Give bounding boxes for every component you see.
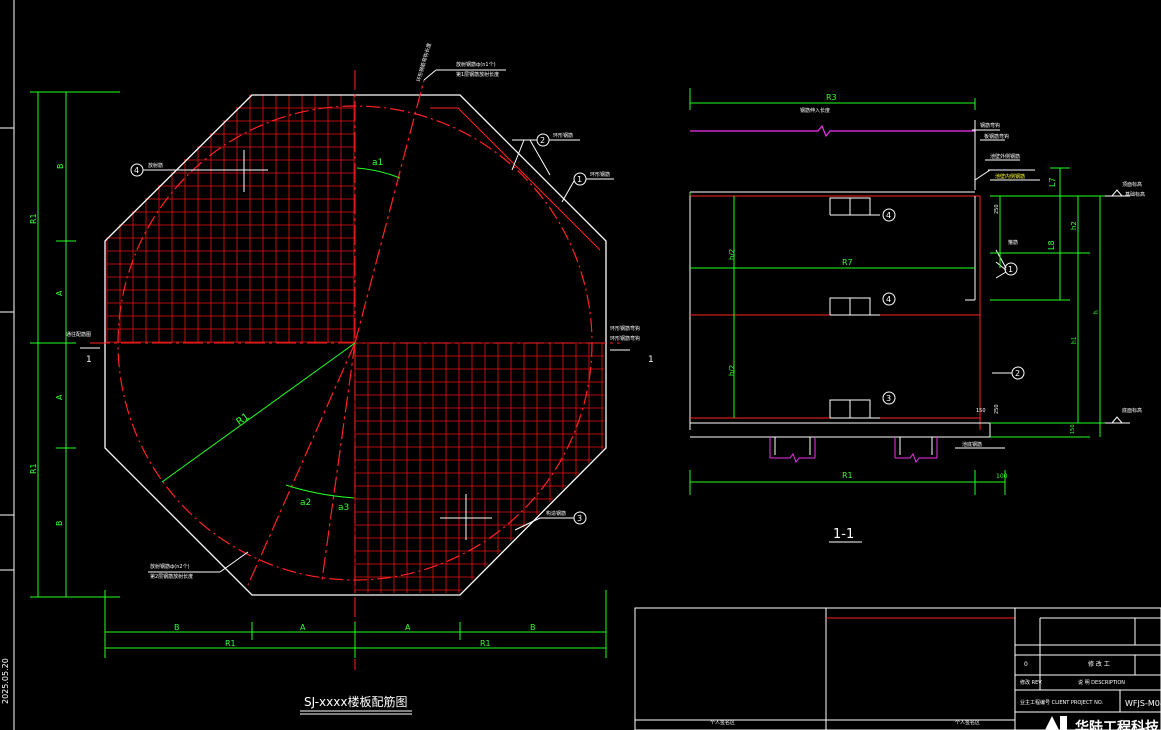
dim-h-a2: A: [405, 623, 411, 632]
angle-a3-label: a3: [338, 503, 349, 513]
level-top: 顶面标高: [1122, 181, 1142, 188]
note-inner: 池壁内侧钢筋: [995, 173, 1025, 180]
section-mark-right: 1: [648, 355, 654, 365]
tb-project-no: WFJS-M04: [1125, 699, 1161, 708]
vertical-dims: [30, 91, 120, 598]
dim-150: 150: [1070, 424, 1076, 434]
svg-text:第1层钢筋放射长度: 第1层钢筋放射长度: [456, 71, 499, 78]
side-note-left: 通往配筋图: [66, 331, 91, 338]
dim-h-b2: B: [530, 623, 536, 632]
plan-title: SJ-xxxx楼板配筋图: [304, 694, 407, 709]
note-stirrup: 箍筋: [1008, 239, 1018, 246]
tb-sign-left: 个人签名区: [710, 719, 735, 726]
svg-text:环形钢筋弯钩长度: 环形钢筋弯钩长度: [415, 42, 433, 82]
dim-top-note: 钢筋伸入长度: [800, 107, 830, 114]
tb-rev-0: 0: [1024, 661, 1028, 668]
dim-v-b1: B: [56, 164, 65, 170]
section-view: R3 钢筋伸入长度 R7 R1 100 4 4 3 1 2: [689, 88, 1145, 543]
leader-4: 4 放射筋: [130, 162, 236, 177]
dim-v-r1-bot: R1: [29, 463, 38, 474]
section-mark-left: 1: [86, 355, 92, 365]
dim-h: h: [1093, 310, 1100, 314]
side-note-right-2: 环形钢筋弯钩: [610, 335, 640, 342]
slab-outline: [104, 94, 607, 596]
tb-company: 华陆工程科技: [1075, 719, 1160, 730]
horizontal-dims: [104, 590, 607, 658]
svg-text:放射钢筋ф(n1个): 放射钢筋ф(n1个): [456, 61, 496, 68]
svg-text:构造钢筋: 构造钢筋: [546, 510, 566, 517]
svg-text:3: 3: [577, 514, 582, 523]
dim-r7: R7: [842, 258, 853, 267]
svg-text:4: 4: [134, 166, 139, 175]
dim-l7: L7: [1048, 177, 1057, 187]
section-title: 1-1: [833, 527, 854, 542]
dim-h-a1: A: [300, 623, 306, 632]
tb-desc-header: 说 明 DESCRIPTION: [1078, 679, 1125, 686]
dim-r1: R1: [842, 471, 853, 480]
tb-sign-right: 个人签名区: [955, 719, 980, 726]
tb-rev-header: 修改 REV.: [1020, 679, 1043, 686]
radius-label: R1: [234, 411, 251, 428]
dim-250-bot: 250: [994, 404, 1000, 414]
svg-text:2: 2: [540, 136, 545, 145]
dim-v-b2: B: [55, 521, 64, 527]
leader-1: 1 环形钢筋: [561, 171, 614, 203]
title-block: 0 修 改 工 修改 REV. 说 明 DESCRIPTION 业主工程编号 C…: [634, 607, 1161, 730]
dim-h2-top: h/2: [728, 249, 736, 260]
svg-text:第2层钢筋放射长度: 第2层钢筋放射长度: [150, 573, 193, 580]
plan-view: R1 a1 a2 a3 4 放射筋 2 环形钢筋: [29, 42, 654, 715]
dim-r3: R3: [826, 93, 837, 102]
note-hook: 钢筋弯钩: [980, 122, 1000, 129]
svg-text:环形钢筋: 环形钢筋: [553, 132, 573, 139]
angle-a2-label: a2: [300, 498, 311, 508]
rebar-grid-bottom-right: [354, 342, 604, 593]
dim-150-small: 150: [976, 408, 986, 414]
tb-desc-0: 修 改 工: [1088, 660, 1110, 668]
edge-rebar: [430, 107, 601, 251]
svg-text:1: 1: [577, 175, 582, 184]
dim-h2-bot: h/2: [728, 365, 736, 376]
dim-250-top: 250: [994, 204, 1000, 214]
tb-client-label: 业主工程编号 CLIENT PROJECT NO.: [1020, 699, 1104, 706]
side-note-right-1: 环形钢筋弯钩: [610, 325, 640, 332]
leader-2: 2 环形钢筋: [511, 132, 580, 176]
date-label: 2025.05.20: [1, 658, 10, 704]
rebar-grid-top-left: [106, 94, 355, 343]
svg-text:1: 1: [1008, 265, 1013, 274]
dim-h-r1-right: R1: [480, 639, 491, 648]
leader-3: 3 构造钢筋: [514, 510, 587, 531]
dim-h-r1-left: R1: [225, 639, 236, 648]
level-bottom: 底面标高: [1122, 407, 1142, 414]
dim-100: 100: [996, 473, 1008, 480]
note-foundation: 基础标高: [1125, 191, 1145, 198]
svg-text:2: 2: [1015, 369, 1020, 378]
svg-text:4: 4: [886, 211, 891, 220]
svg-text:放射筋: 放射筋: [148, 162, 163, 169]
dim-h1: h1: [1071, 336, 1078, 344]
note-slab-hook: 板钢筋弯钩: [984, 133, 1009, 140]
note-bottom: 池底钢筋: [962, 441, 982, 448]
company-logo-icon: [1045, 716, 1067, 730]
svg-text:环形钢筋: 环形钢筋: [590, 171, 610, 178]
dim-h2: h2: [1070, 221, 1078, 230]
left-border: 2025.05.20: [0, 0, 15, 730]
svg-text:3: 3: [886, 394, 891, 403]
note-outer: 池壁外侧钢筋: [990, 153, 1020, 160]
dim-l8: L8: [1047, 240, 1056, 250]
svg-text:放射钢筋ф(n2个): 放射钢筋ф(n2个): [150, 563, 190, 570]
angle-a1-label: a1: [372, 158, 383, 168]
top-note: 放射钢筋ф(n1个) 第1层钢筋放射长度 环形钢筋弯钩长度: [415, 42, 506, 83]
bottom-note: 放射钢筋ф(n2个) 第2层钢筋放射长度: [148, 551, 249, 580]
dim-v-a2: A: [55, 394, 64, 400]
dim-v-r1-top: R1: [29, 213, 38, 224]
dim-v-a1: A: [55, 290, 64, 296]
svg-text:4: 4: [886, 295, 891, 304]
dim-h-b1: B: [174, 623, 180, 632]
